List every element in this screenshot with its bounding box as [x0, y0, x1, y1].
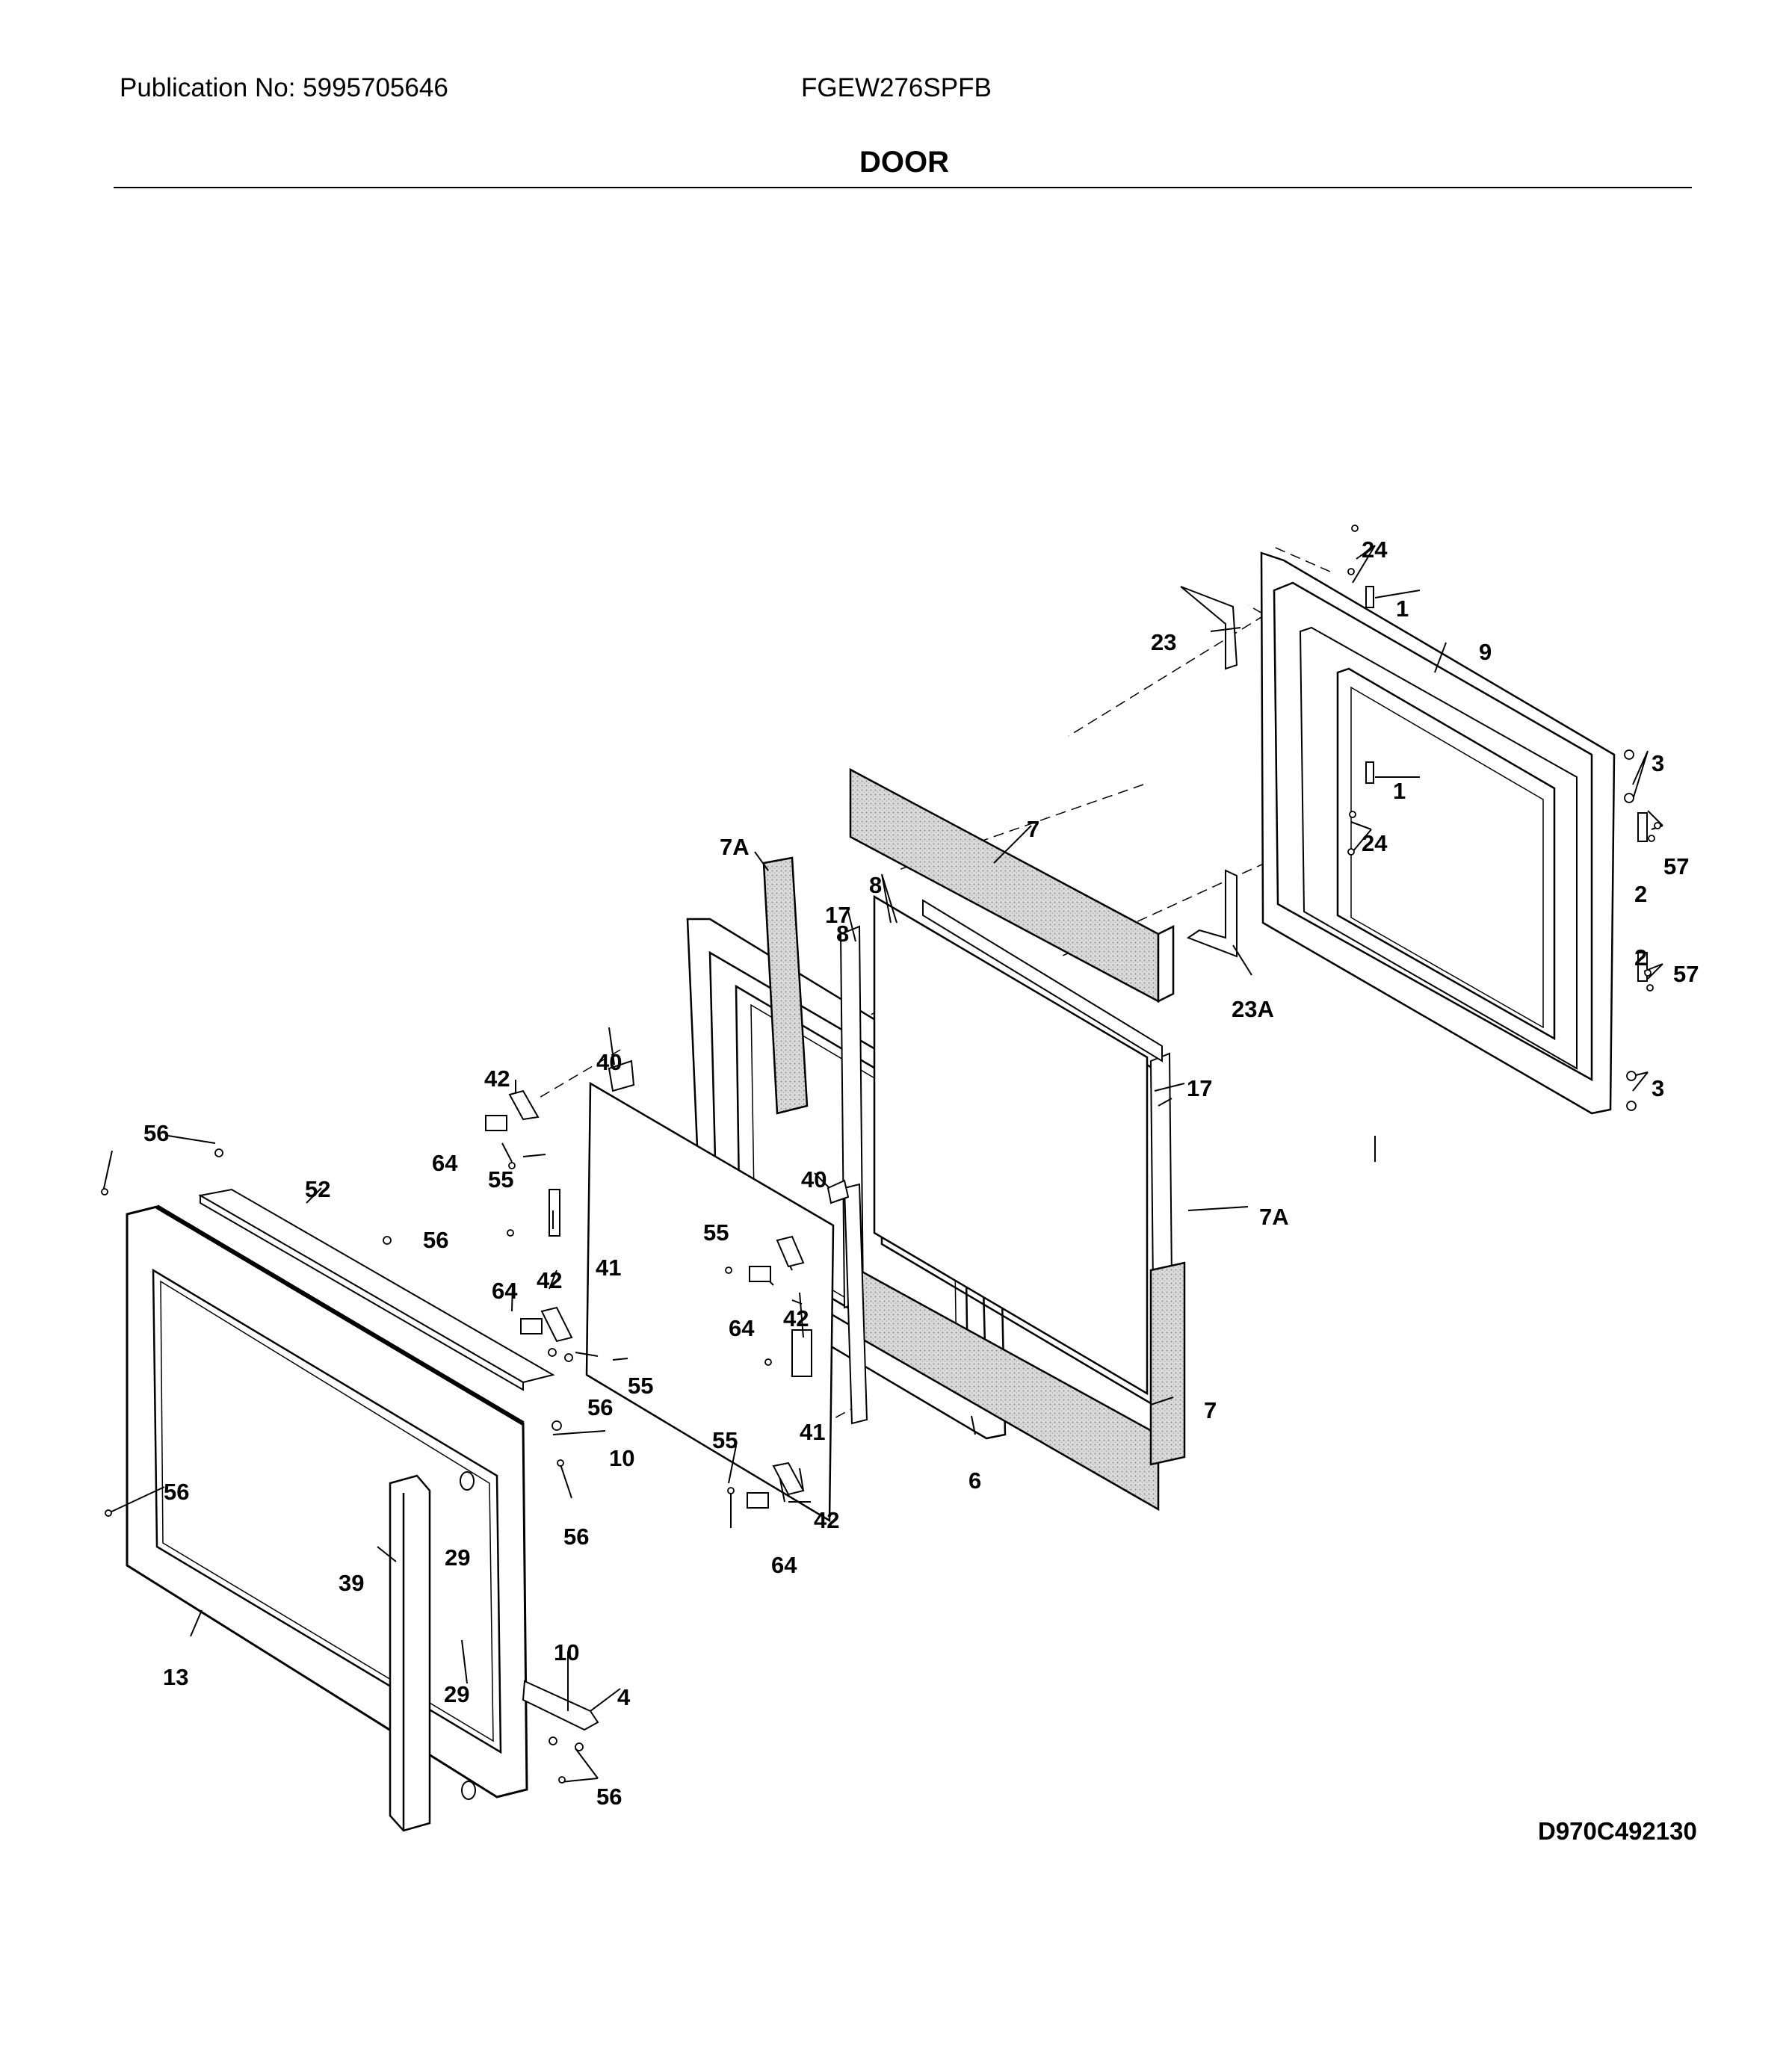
- part-callout: 17: [825, 902, 850, 928]
- part-callout: 55: [712, 1427, 738, 1453]
- part-callout: 10: [609, 1445, 634, 1471]
- part-callout: 23: [1151, 629, 1176, 655]
- part-callout: 7: [1027, 816, 1039, 842]
- part-callout: 8: [836, 921, 849, 947]
- part-callout: 56: [164, 1479, 189, 1505]
- publication-number: Publication No: 5995705646: [120, 73, 448, 102]
- glass-panels: [585, 894, 1167, 1523]
- door-handle: [389, 1474, 431, 1832]
- part-callout: 57: [1673, 961, 1699, 987]
- part-callout: 64: [492, 1278, 518, 1304]
- part-callout: 42: [484, 1065, 510, 1092]
- part-callout: 4: [617, 1684, 631, 1710]
- inner-door-frame: [1260, 551, 1616, 1115]
- insulation: [762, 767, 1186, 1512]
- header-rule: [114, 187, 1692, 188]
- part-callout: 1: [1396, 596, 1409, 622]
- part-callout: 2: [1634, 944, 1647, 971]
- part-callout: 42: [537, 1267, 562, 1293]
- part-callout: 10: [554, 1639, 579, 1665]
- part-callout: 57: [1663, 853, 1689, 879]
- part-callout: 40: [596, 1049, 622, 1075]
- part-callout: 3: [1652, 1075, 1664, 1101]
- part-callout: 6: [968, 1467, 981, 1494]
- part-callout: 29: [444, 1681, 469, 1707]
- part-callout: 7A: [720, 834, 750, 860]
- part-callout: 1: [1393, 778, 1406, 804]
- part-callout: 56: [423, 1227, 448, 1253]
- part-callout: 64: [432, 1150, 458, 1176]
- part-callout: 42: [783, 1305, 809, 1331]
- part-callout: 64: [729, 1315, 755, 1341]
- part-callout: 13: [163, 1664, 188, 1690]
- part-callout: 8: [869, 872, 882, 898]
- model-number: FGEW276SPFB: [801, 73, 992, 102]
- part-callout: 52: [305, 1176, 330, 1202]
- part-callout: 17: [1187, 1075, 1212, 1101]
- part-callout: 55: [628, 1373, 653, 1399]
- part-callout: 41: [596, 1255, 621, 1281]
- part-callout: 56: [587, 1394, 613, 1420]
- part-callout: 24: [1362, 830, 1388, 856]
- part-callout: 9: [1479, 639, 1492, 665]
- top-vent-trim: [198, 1188, 555, 1391]
- part-callout: 23A: [1232, 996, 1274, 1022]
- part-callout: 55: [703, 1219, 729, 1246]
- part-callout: 3: [1652, 750, 1664, 776]
- part-callout: 56: [563, 1524, 589, 1550]
- part-callout: 39: [339, 1570, 364, 1596]
- part-callout: 7: [1204, 1397, 1217, 1423]
- page-title: DOOR: [859, 146, 949, 179]
- part-callout: 29: [445, 1544, 470, 1571]
- part-callout: 55: [488, 1166, 513, 1193]
- part-callout: 56: [596, 1784, 622, 1810]
- hinge-arm: [522, 1680, 599, 1731]
- part-callout: 56: [143, 1120, 169, 1146]
- handle-caps: [460, 1471, 476, 1800]
- part-callout: 2: [1634, 881, 1647, 907]
- part-callout: 24: [1362, 536, 1388, 563]
- part-callout: 40: [801, 1166, 827, 1193]
- part-callout: 64: [771, 1552, 797, 1578]
- diagram-code: D970C492130: [1538, 1817, 1697, 1845]
- part-callout: 42: [814, 1507, 839, 1533]
- part-callout: 41: [800, 1419, 825, 1445]
- part-callout: 7A: [1259, 1204, 1289, 1230]
- small-brackets: [549, 1060, 868, 1425]
